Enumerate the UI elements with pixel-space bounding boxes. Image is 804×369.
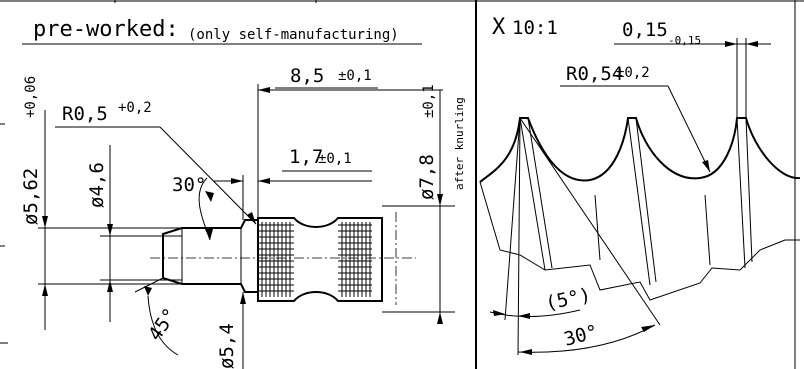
dimension-angle-45: 45° bbox=[134, 277, 182, 356]
dimension-dia-562: ø5,62 +0,06 bbox=[20, 76, 48, 330]
svg-text:30°: 30° bbox=[172, 174, 206, 196]
svg-text:+0,06: +0,06 bbox=[23, 76, 39, 118]
knurl-hatching-1 bbox=[258, 222, 294, 297]
svg-text:±0,2: ±0,2 bbox=[616, 65, 650, 81]
svg-text:+0,2: +0,2 bbox=[118, 100, 152, 116]
dimension-radius: R0,5 +0,2 bbox=[55, 100, 256, 224]
dimension-angle-30-detail: 30° bbox=[517, 321, 656, 355]
dimension-angle-30: 30° bbox=[172, 174, 214, 241]
knurl-profile bbox=[479, 117, 801, 301]
left-view-title: pre-worked: bbox=[33, 17, 179, 42]
svg-text:ø5,4: ø5,4 bbox=[216, 323, 238, 369]
svg-text:ø7,8: ø7,8 bbox=[416, 154, 438, 200]
svg-text:8,5: 8,5 bbox=[290, 65, 324, 87]
left-view: pre-worked: (only self-manufacturing) bbox=[20, 17, 466, 369]
dimension-step: 1,7 ±0,1 bbox=[214, 146, 372, 184]
dimension-dia-54: ø5,4 bbox=[216, 292, 246, 369]
dimension-width: 0,15 -0,15 bbox=[614, 19, 771, 118]
svg-text:±0,1: ±0,1 bbox=[338, 68, 372, 84]
svg-text:ø5,62: ø5,62 bbox=[20, 168, 42, 225]
dimension-dia-78: ø7,8 ±0,1 after knurling bbox=[416, 84, 466, 324]
svg-text:1,7: 1,7 bbox=[289, 146, 323, 168]
detail-view-title: X bbox=[492, 15, 506, 40]
svg-text:R0,5: R0,5 bbox=[62, 103, 108, 125]
svg-text:(5°): (5°) bbox=[543, 284, 592, 315]
svg-text:0,15: 0,15 bbox=[622, 19, 668, 41]
dimension-radius-detail: R0,54 ±0,2 bbox=[560, 63, 711, 173]
svg-text:±0,1: ±0,1 bbox=[318, 151, 352, 167]
svg-text:-0,15: -0,15 bbox=[668, 34, 701, 47]
part-outline bbox=[159, 126, 383, 302]
svg-text:ø4,6: ø4,6 bbox=[86, 162, 108, 208]
knurl-hatching-2 bbox=[338, 222, 372, 297]
svg-text:±0,1: ±0,1 bbox=[421, 84, 437, 118]
svg-text:R0,54: R0,54 bbox=[566, 63, 623, 85]
left-view-title-note: (only self-manufacturing) bbox=[188, 27, 399, 43]
dimension-length: 8,5 ±0,1 bbox=[258, 65, 443, 93]
detail-view: X 10:1 0,15 -0,15 R0,54 ±0,2 bbox=[479, 15, 801, 356]
dimension-dia-46: ø4,6 bbox=[86, 145, 113, 322]
detail-view-scale: 10:1 bbox=[512, 17, 558, 39]
svg-text:after knurling: after knurling bbox=[453, 97, 466, 190]
angle-construction bbox=[504, 117, 661, 356]
